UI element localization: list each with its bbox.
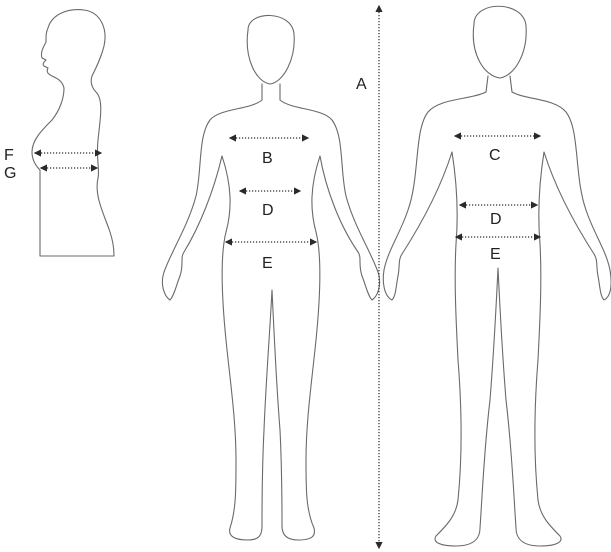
label-male-waist: D [490, 211, 502, 228]
label-male-hip: E [490, 246, 501, 263]
side-profile-figure: F G [4, 10, 114, 256]
label-female-waist: D [262, 202, 274, 219]
label-male-chest: C [489, 147, 501, 164]
label-underbust-side: G [4, 165, 16, 182]
height-marker: A [356, 6, 379, 548]
male-figure: C D E [383, 6, 611, 546]
label-female-hip: E [262, 255, 273, 272]
label-height: A [356, 76, 367, 93]
female-figure: B D E [162, 15, 379, 540]
label-female-bust: B [262, 150, 273, 167]
label-bust-side: F [4, 147, 14, 164]
